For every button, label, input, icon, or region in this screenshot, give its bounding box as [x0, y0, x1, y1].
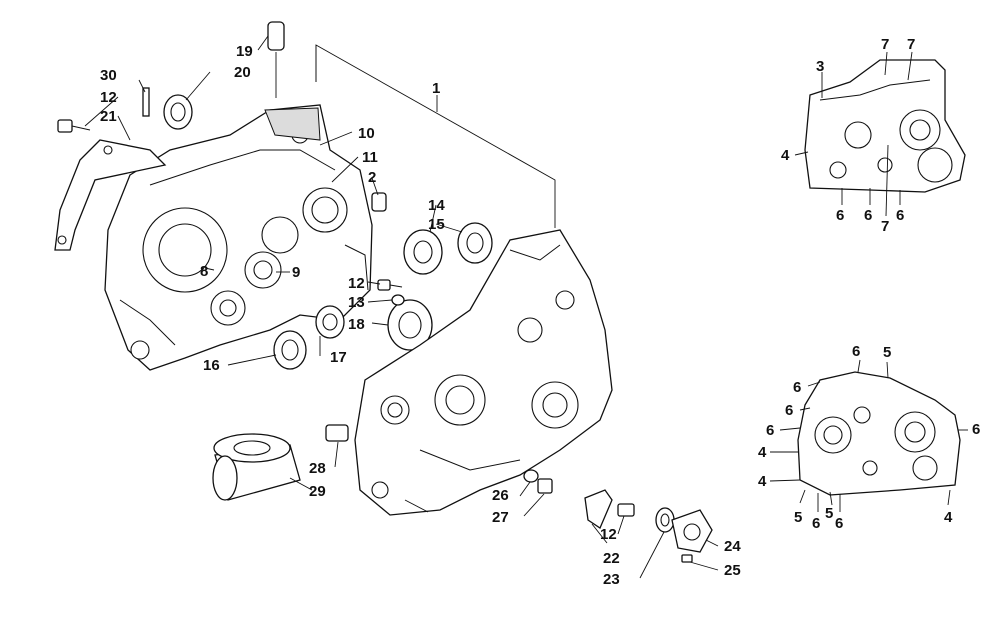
seal-part-20	[163, 94, 193, 130]
callout-6: 6	[972, 421, 980, 438]
left-crankcase-half	[104, 104, 373, 371]
callout-15: 15	[428, 216, 445, 233]
callout-7: 7	[907, 36, 915, 53]
seal-part-17	[315, 305, 345, 339]
callout-22: 22	[603, 550, 620, 567]
bolt-part-12-upper	[57, 119, 91, 133]
plug-part-27	[537, 478, 553, 494]
callout-8: 8	[200, 263, 208, 280]
leader-lines	[84, 35, 968, 579]
callout-6: 6	[812, 515, 820, 532]
cover-part-24	[671, 509, 713, 553]
callout-16: 16	[203, 357, 220, 374]
callout-14: 14	[428, 197, 445, 214]
callout-6: 6	[793, 379, 801, 396]
callout-25: 25	[724, 562, 741, 579]
bracket-part-21	[54, 139, 167, 251]
callout-6: 6	[766, 422, 774, 439]
bearing-part-14	[403, 229, 443, 275]
callout-5: 5	[794, 509, 802, 526]
stud-part-30	[142, 87, 150, 117]
callout-4: 4	[758, 444, 767, 461]
callout-7: 7	[881, 218, 889, 235]
callout-27: 27	[492, 509, 509, 526]
callout-19: 19	[236, 43, 253, 60]
callout-18: 18	[348, 316, 365, 333]
bolt-part-12-middle	[377, 279, 403, 291]
callout-1: 1	[432, 80, 440, 97]
callout-7: 7	[881, 36, 889, 53]
inset-crankcase-lower	[797, 371, 961, 496]
pin-part-19	[267, 21, 285, 98]
inset-crankcase-upper	[804, 59, 966, 193]
callout-6: 6	[836, 207, 844, 224]
callout-13: 13	[348, 294, 365, 311]
callout-3: 3	[816, 58, 824, 75]
callout-29: 29	[309, 483, 326, 500]
bearing-part-16	[273, 330, 307, 370]
callout-23: 23	[603, 571, 620, 588]
callout-10: 10	[358, 125, 375, 142]
callout-28: 28	[309, 460, 326, 477]
callout-24: 24	[724, 538, 741, 555]
fitting-part-28	[325, 424, 349, 442]
callout-6: 6	[785, 402, 793, 419]
callout-5: 5	[825, 505, 833, 522]
washer-part-13	[391, 294, 405, 306]
callout-12: 12	[348, 275, 365, 292]
callout-labels: 1 2 3 4 4 4 4 5 5 5 6 6 6 6 6 6 6 6 6 6 …	[100, 36, 980, 588]
callout-5: 5	[883, 344, 891, 361]
bolt-part-12-lower	[617, 503, 635, 517]
callout-26: 26	[492, 487, 509, 504]
plate-part-22	[584, 489, 613, 529]
callout-6: 6	[864, 207, 872, 224]
right-crankcase-half	[354, 229, 613, 516]
callout-2: 2	[368, 169, 376, 186]
oil-filter-part-29	[212, 433, 301, 501]
callout-12: 12	[600, 526, 617, 543]
callout-21: 21	[100, 108, 117, 125]
screw-part-25	[681, 554, 693, 563]
callout-20: 20	[234, 64, 251, 81]
callout-6: 6	[835, 515, 843, 532]
washer-part-26	[523, 469, 539, 483]
seal-part-23	[655, 507, 675, 533]
callout-11: 11	[362, 149, 378, 166]
callout-9: 9	[292, 264, 300, 281]
callout-4: 4	[944, 509, 953, 526]
callout-6: 6	[896, 207, 904, 224]
pin-part-2	[371, 192, 387, 212]
callout-30: 30	[100, 67, 117, 84]
callout-4: 4	[781, 147, 790, 164]
callout-6: 6	[852, 343, 860, 360]
callout-12: 12	[100, 89, 117, 106]
bearing-part-15	[457, 222, 493, 264]
callout-17: 17	[330, 349, 347, 366]
callout-4: 4	[758, 473, 767, 490]
